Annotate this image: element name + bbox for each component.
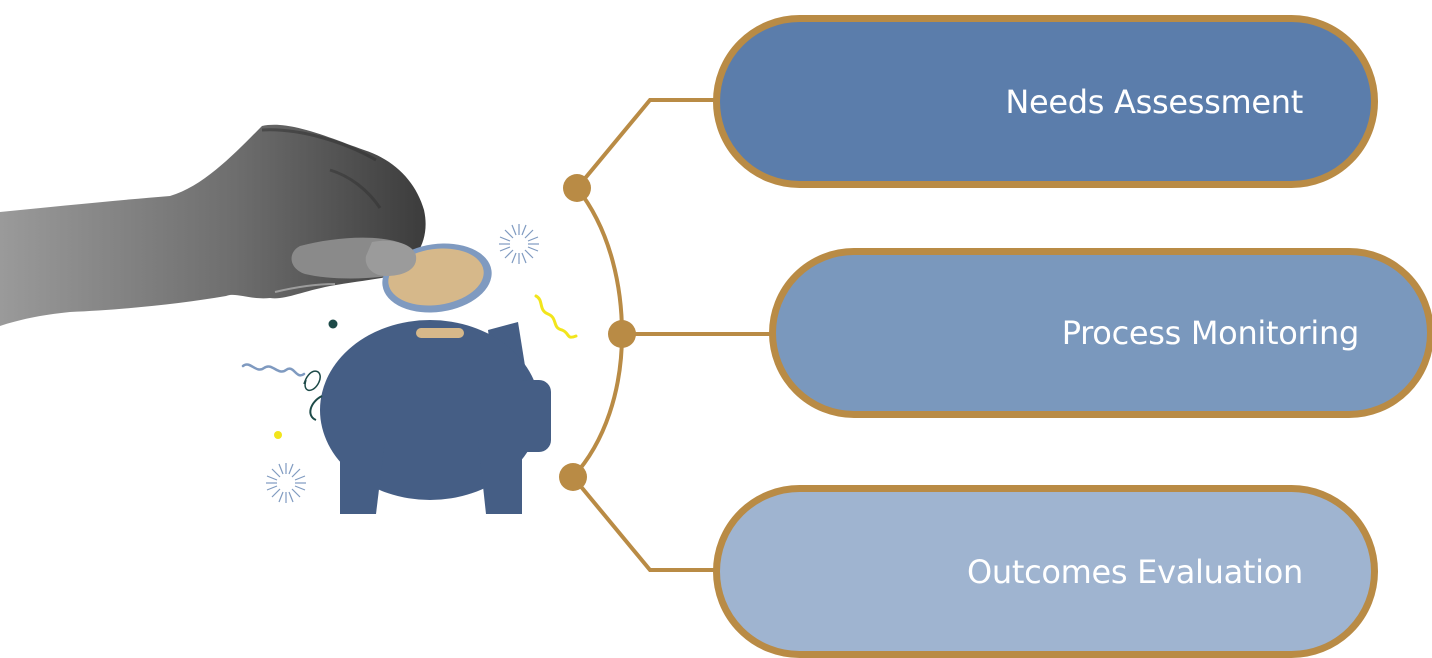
sparkle-burst-icon [266,224,539,503]
piggy-bank-icon [309,320,551,514]
thumb-tip [365,240,417,276]
hand-icon [0,124,426,326]
step-label: Process Monitoring [1061,314,1360,352]
piggy-bank-illustration [0,124,578,514]
step-label: Needs Assessment [1005,82,1303,121]
step-label: Outcomes Evaluation [966,552,1303,591]
squiggle-blue-icon [241,363,306,377]
step-outcomes-evaluation: Outcomes Evaluation [713,485,1378,658]
step-needs-assessment: Needs Assessment [713,15,1378,188]
loop-icon [303,370,321,392]
coin-slot [416,328,464,338]
step-process-monitoring: Process Monitoring [769,248,1432,418]
dot-yellow-icon [274,431,282,439]
dot-dark-icon [328,319,338,329]
squiggle-yellow-icon [534,294,578,339]
